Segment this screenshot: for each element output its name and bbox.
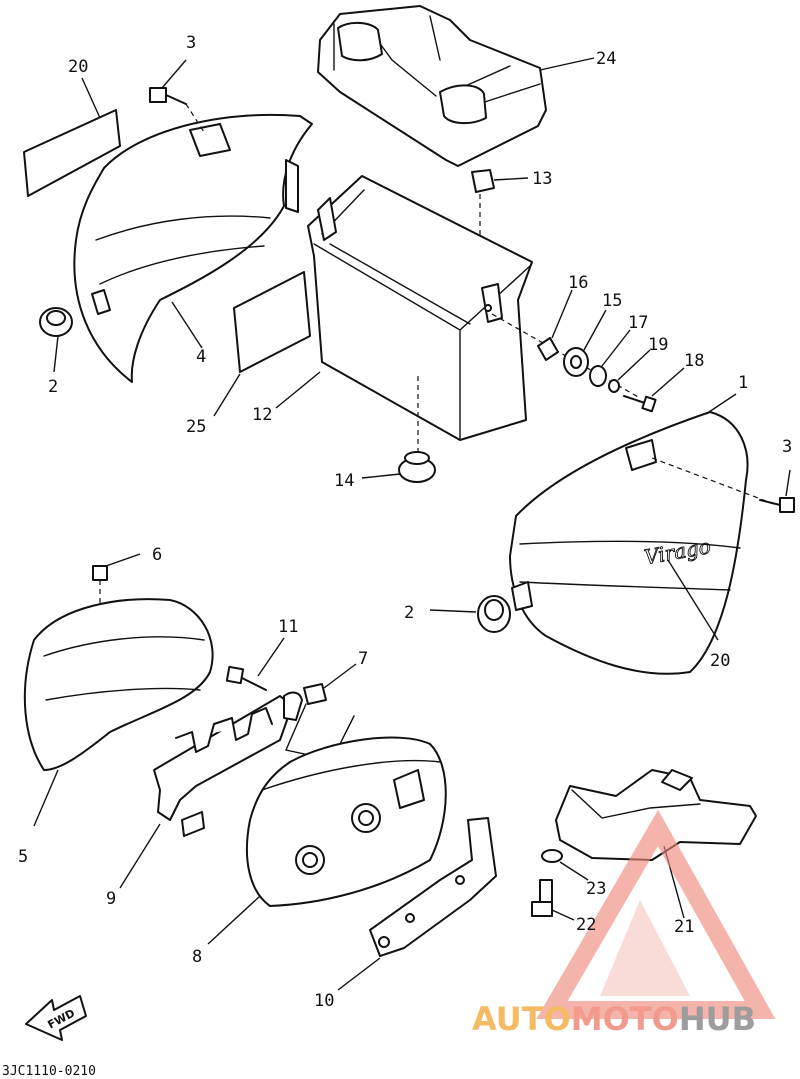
rubber-damper-part-14 <box>361 451 436 483</box>
nut-part-7 <box>285 663 357 761</box>
callout-14: 14 <box>334 471 354 491</box>
fwd-direction-arrow: FWD <box>25 995 87 1041</box>
side-cover-part-4 <box>73 113 313 383</box>
callout-8: 8 <box>192 947 202 967</box>
callout-12: 12 <box>252 405 272 425</box>
bolt-part-11 <box>225 637 285 691</box>
bolt-part-18 <box>623 367 685 413</box>
callout-9: 9 <box>106 889 116 909</box>
callout-13: 13 <box>532 169 552 189</box>
grommet-part-2-right <box>429 595 511 633</box>
screw-part-3-top <box>149 59 205 133</box>
callout-20-top: 20 <box>68 57 88 77</box>
grommet-part-2-left <box>39 307 73 373</box>
callout-16: 16 <box>568 273 588 293</box>
screw-part-6 <box>92 553 141 620</box>
automotohub-watermark: AUTOMOTOHUB <box>472 809 776 1038</box>
label-part-20-top <box>23 77 121 197</box>
bolt-part-22 <box>531 879 575 921</box>
callout-21: 21 <box>674 917 694 937</box>
callout-7: 7 <box>358 649 368 669</box>
watermark-triangle-logo <box>536 809 776 1019</box>
washer-part-23 <box>541 849 589 881</box>
callout-3-right: 3 <box>782 437 792 457</box>
callout-5: 5 <box>18 847 28 867</box>
side-cover-part-1: Virago <box>509 393 749 675</box>
plate-part-10 <box>337 817 497 991</box>
screw-part-3-right <box>651 457 795 513</box>
callout-19: 19 <box>648 335 668 355</box>
callout-17: 17 <box>628 313 648 333</box>
callout-25: 25 <box>186 417 206 437</box>
watermark-auto: AUTOMOTOHUB <box>472 1000 756 1038</box>
callout-2-left: 2 <box>48 377 58 397</box>
callout-3-top: 3 <box>186 33 196 53</box>
fastener-stack <box>491 289 685 413</box>
diagram-code: 3JC1110-0210 <box>2 1064 96 1079</box>
callout-2-right: 2 <box>404 603 414 623</box>
callout-1: 1 <box>738 373 748 393</box>
callout-18: 18 <box>684 351 704 371</box>
clip-part-13 <box>471 169 529 236</box>
callout-22: 22 <box>576 915 596 935</box>
grommet-part-15 <box>563 309 607 377</box>
air-filter-cover-part-5 <box>23 598 214 827</box>
callout-11: 11 <box>278 617 298 637</box>
callout-15: 15 <box>602 291 622 311</box>
washer-part-19 <box>608 349 651 393</box>
washer-part-17 <box>589 329 631 387</box>
callout-4: 4 <box>196 347 206 367</box>
callout-20-right: 20 <box>710 651 730 671</box>
battery-box-part-12 <box>275 175 533 452</box>
label-part-25 <box>213 271 311 417</box>
callouts: 3 20 24 13 16 15 17 19 18 1 3 2 4 25 12 … <box>18 33 792 1011</box>
air-filter-case-part-8 <box>207 736 447 945</box>
callout-6: 6 <box>152 545 162 565</box>
battery-cover-part-24 <box>317 5 595 167</box>
collar-part-16 <box>537 289 573 361</box>
callout-24: 24 <box>596 49 616 69</box>
callout-10: 10 <box>314 991 334 1011</box>
callout-23: 23 <box>586 879 606 899</box>
bracket-part-9 <box>119 691 303 889</box>
